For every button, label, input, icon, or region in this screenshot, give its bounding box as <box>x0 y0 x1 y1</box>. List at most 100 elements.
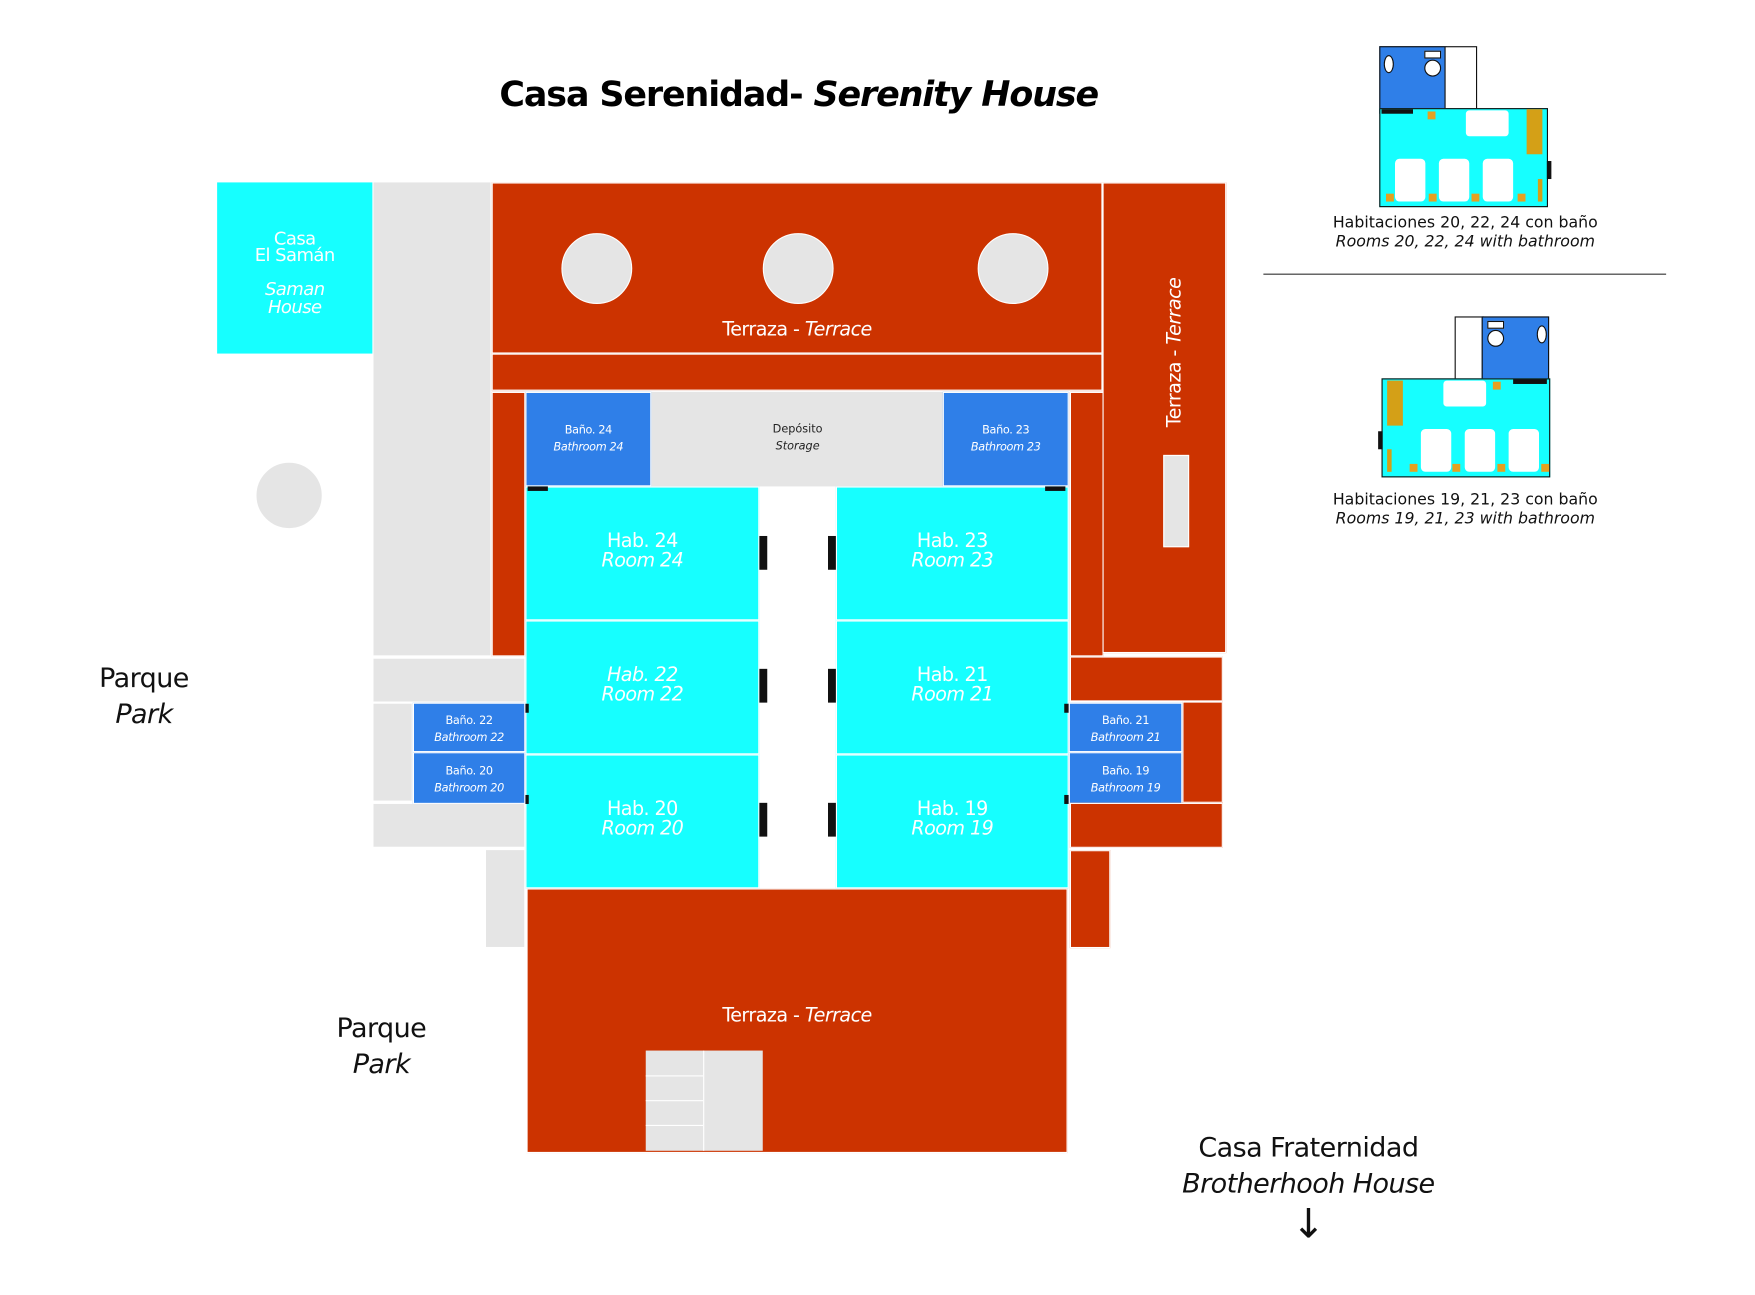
door-bath-20 <box>524 794 529 804</box>
door-room-19 <box>828 802 836 837</box>
door-bath-19 <box>1064 794 1069 804</box>
room-24-en: Room 24 <box>601 549 684 573</box>
room-24-es: Hab. 24 <box>606 530 678 553</box>
bathroom-23[interactable]: Baño. 23 Bathroom 23 <box>942 391 1069 487</box>
bathroom-19-en: Bathroom 19 <box>1090 782 1161 795</box>
bathroom-23-es: Baño. 23 <box>982 424 1030 437</box>
door-bath-23 <box>1045 486 1066 491</box>
terrace-right-es: Terraza - <box>1163 350 1187 428</box>
stairs <box>645 1050 763 1151</box>
bathroom-22[interactable]: Baño. 22 Bathroom 22 <box>412 702 526 753</box>
door-room-24 <box>759 535 768 570</box>
door-room-23 <box>828 535 836 570</box>
terrace-bottom-en: Terrace <box>804 1004 872 1027</box>
room-23-es: Hab. 23 <box>916 530 988 553</box>
path-left-mid <box>373 658 525 702</box>
bathroom-22-en: Bathroom 22 <box>434 731 504 744</box>
door-room-22 <box>759 668 768 703</box>
title-spanish: Casa Serenidad- <box>499 74 803 115</box>
legend-a-es: Habitaciones 20, 22, 24 con baño <box>1332 213 1598 232</box>
terrace-top-es: Terraza - <box>722 318 800 342</box>
casa-fraternidad-label: Casa Fraternidad Brotherhooh House ↓ <box>1162 1129 1455 1245</box>
fraternidad-en: Brotherhooh House <box>1182 1168 1435 1200</box>
terrace-right-upper <box>1069 656 1223 702</box>
bathroom-21[interactable]: Baño. 21 Bathroom 21 <box>1068 702 1183 753</box>
terrace-bottom: Terraza - Terrace <box>526 888 1068 1154</box>
bench <box>1163 454 1190 548</box>
room-21-en: Room 21 <box>911 683 994 707</box>
path-left-side <box>373 703 412 801</box>
title-english: Serenity House <box>813 74 1099 115</box>
path-left-low <box>373 803 525 847</box>
door-room-20 <box>759 802 768 837</box>
saman-es-line1: Casa <box>273 227 316 249</box>
bathroom-23-en: Bathroom 23 <box>970 440 1041 454</box>
room-19-en: Room 19 <box>911 817 994 840</box>
room-20-en: Room 20 <box>601 817 684 840</box>
bathroom-21-en: Bathroom 21 <box>1090 731 1161 744</box>
terrace-right-lower <box>1069 802 1223 848</box>
table-circle-3 <box>977 233 1049 305</box>
room-22-es: Hab. 22 <box>606 664 678 687</box>
door-bath-24 <box>527 486 548 491</box>
table-circle-2 <box>762 233 834 305</box>
storage-es: Depósito <box>772 423 823 436</box>
legend-type-a: Habitaciones 20, 22, 24 con baño Rooms 2… <box>1283 214 1649 252</box>
terrace-right-side <box>1182 701 1223 803</box>
bathroom-20[interactable]: Baño. 20 Bathroom 20 <box>412 752 526 804</box>
bathroom-24-es: Baño. 24 <box>564 424 613 437</box>
terrace-right-en: Terrace <box>1163 277 1187 345</box>
path-left <box>373 182 491 656</box>
storage: Depósito Storage <box>651 391 944 487</box>
door-bath-21 <box>1064 703 1069 713</box>
room-21-es: Hab. 21 <box>916 664 988 687</box>
bathroom-20-en: Bathroom 20 <box>434 782 504 795</box>
room-plan-type-a <box>1379 46 1553 209</box>
bathroom-19-es: Baño. 19 <box>1101 765 1150 779</box>
fraternidad-es: Casa Fraternidad <box>1198 1131 1419 1164</box>
bathroom-19[interactable]: Baño. 19 Bathroom 19 <box>1068 752 1183 804</box>
terrace-right <box>1102 182 1227 654</box>
down-arrow-icon: ↓ <box>1291 1201 1326 1248</box>
park-2-en: Park <box>352 1048 411 1081</box>
bathroom-20-es: Baño. 20 <box>445 765 494 779</box>
room-20-es: Hab. 20 <box>606 798 678 821</box>
path-left-stub <box>486 850 525 947</box>
terrace-top-en: Terrace <box>804 318 872 342</box>
door-room-21 <box>828 668 836 703</box>
door-bath-22 <box>524 703 529 713</box>
table-circle-1 <box>561 233 633 305</box>
terrace-bottom-es: Terraza - <box>722 1004 800 1027</box>
bathroom-24-en: Bathroom 24 <box>553 440 624 454</box>
room-plan-type-b <box>1378 316 1552 479</box>
room-22-en: Room 22 <box>601 683 684 707</box>
park-2-es: Parque <box>336 1012 427 1044</box>
room-23-en: Room 23 <box>911 549 994 573</box>
casa-saman: Casa El Samán Saman House <box>217 182 373 354</box>
saman-en-line2: House <box>267 295 322 318</box>
saman-en-line1: Saman <box>264 278 325 300</box>
legend-b-en: Rooms 19, 21, 23 with bathroom <box>1335 509 1595 528</box>
terrace-left-strip <box>491 391 526 657</box>
garden-circle <box>255 461 323 530</box>
saman-es-line2: El Samán <box>254 244 336 266</box>
terrace-strip <box>491 353 1103 391</box>
bathroom-21-es: Baño. 21 <box>1101 715 1150 728</box>
legend-a-en: Rooms 20, 22, 24 with bathroom <box>1335 232 1595 251</box>
legend-type-b: Habitaciones 19, 21, 23 con baño Rooms 1… <box>1283 491 1649 529</box>
legend-divider <box>1263 273 1667 275</box>
terrace-right-stub <box>1069 850 1111 949</box>
park-1-es: Parque <box>99 662 189 694</box>
legend-b-es: Habitaciones 19, 21, 23 con baño <box>1332 490 1598 509</box>
bathroom-22-es: Baño. 22 <box>445 715 494 728</box>
room-19-es: Hab. 19 <box>916 798 988 821</box>
park-1-en: Park <box>115 698 173 731</box>
park-label-left: Parque Park <box>77 660 212 733</box>
bathroom-24[interactable]: Baño. 24 Bathroom 24 <box>525 391 652 487</box>
